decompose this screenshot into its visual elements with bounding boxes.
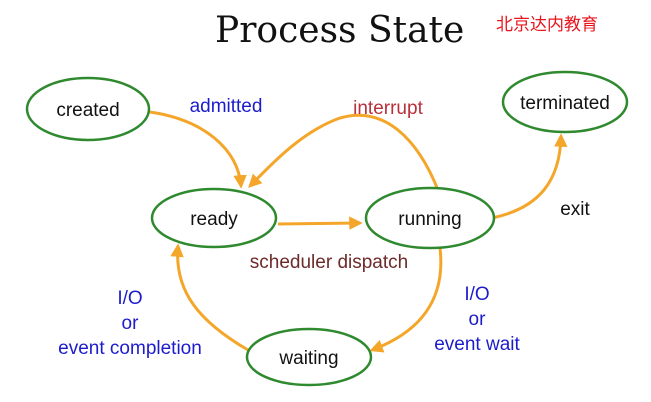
node-created-label: created bbox=[56, 100, 119, 121]
node-terminated-label: terminated bbox=[520, 93, 610, 114]
node-running-label: running bbox=[398, 209, 461, 230]
node-ready: ready bbox=[150, 187, 278, 249]
node-running: running bbox=[364, 186, 496, 250]
label-io-completion-2: or bbox=[122, 313, 140, 334]
label-exit: exit bbox=[560, 199, 590, 220]
arrow-admitted bbox=[149, 110, 247, 189]
label-io-wait-1: I/O bbox=[464, 284, 489, 305]
label-interrupt: interrupt bbox=[353, 98, 423, 119]
arrow-exit bbox=[491, 133, 568, 220]
node-waiting-label: waiting bbox=[278, 348, 338, 369]
arrow-dispatch bbox=[277, 216, 363, 230]
node-terminated: terminated bbox=[501, 70, 629, 134]
label-admitted: admitted bbox=[190, 96, 263, 117]
node-created: created bbox=[25, 76, 151, 142]
node-ready-label: ready bbox=[190, 209, 238, 230]
arrow-interrupt bbox=[248, 113, 440, 191]
arrow-io-wait bbox=[369, 247, 443, 353]
node-waiting: waiting bbox=[245, 327, 373, 387]
label-io-wait-2: or bbox=[469, 309, 487, 330]
diagram-title: Process State bbox=[215, 10, 464, 51]
label-io-completion-3: event completion bbox=[58, 338, 202, 359]
label-scheduler-dispatch: scheduler dispatch bbox=[250, 252, 408, 273]
label-io-wait-3: event wait bbox=[434, 334, 520, 355]
brand-watermark: 北京达内教育 bbox=[496, 15, 598, 35]
arrow-io-completion bbox=[170, 243, 249, 352]
label-io-completion-1: I/O bbox=[117, 288, 142, 309]
